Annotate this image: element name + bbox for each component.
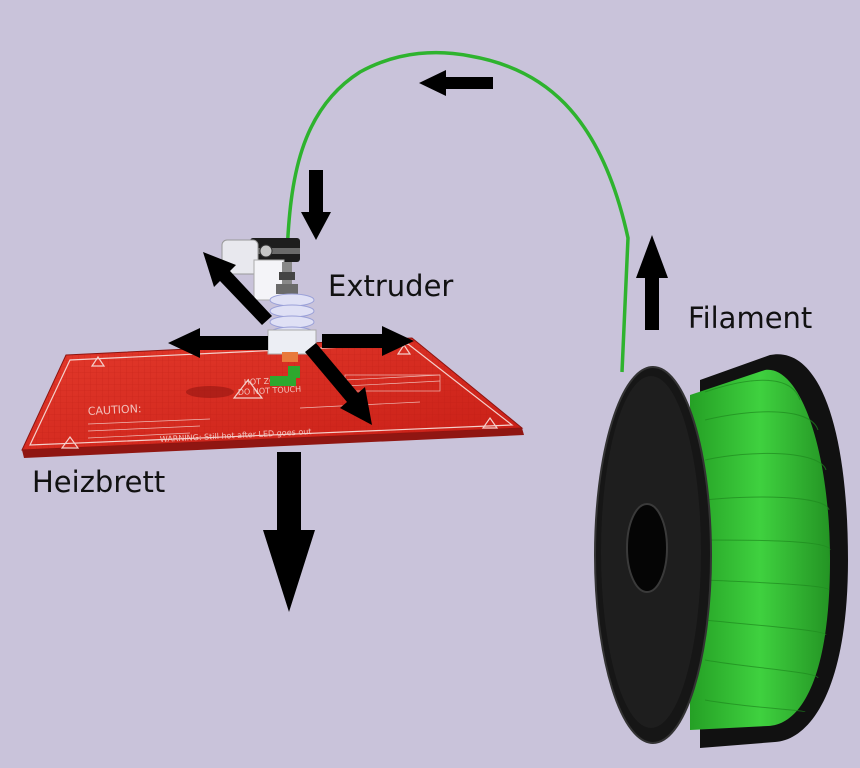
filament-label: Filament [688,301,813,335]
filament-line [285,50,630,373]
bed-do-not-touch-text: DO NOT TOUCH [238,385,302,397]
heizbrett-label: Heizbrett [32,465,166,499]
extruder-label: Extruder [328,269,454,303]
heated-bed: HOT ZONE DO NOT TOUCH CAUTION: WARNING: … [21,337,524,458]
warning-triangle-icon [60,343,499,449]
bed-hot-zone-text: HOT ZONE [244,376,287,387]
arrow-icon [168,70,668,612]
filament-spool [594,354,848,748]
bed-caution-text: CAUTION: [87,402,141,418]
